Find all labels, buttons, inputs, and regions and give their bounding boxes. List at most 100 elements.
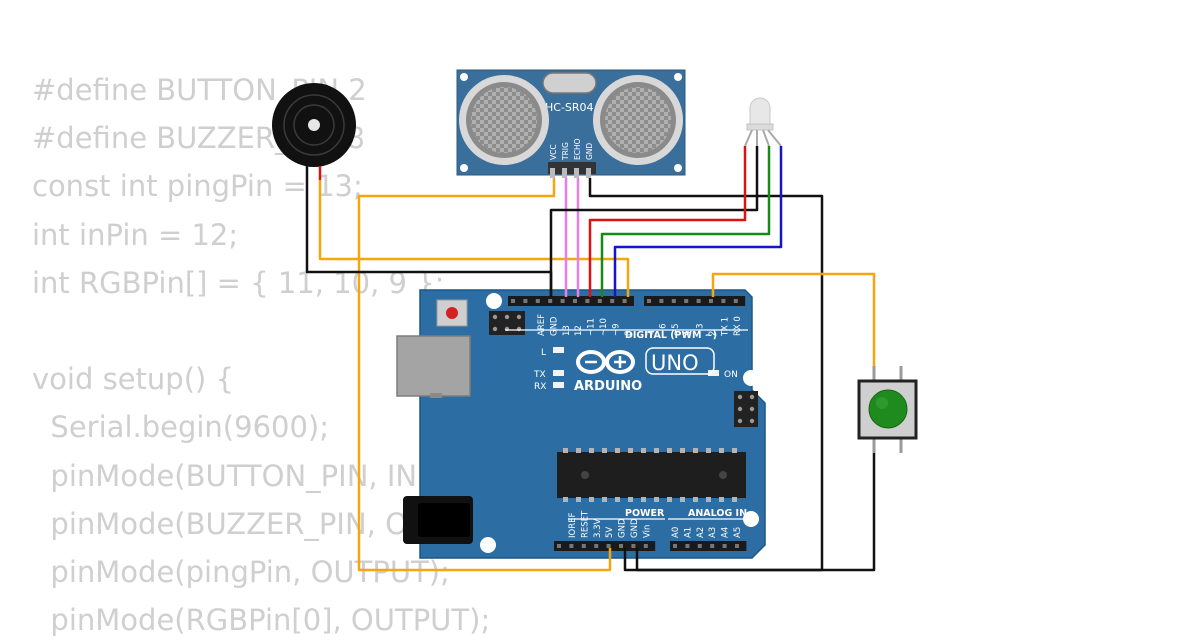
pin-label: 4 xyxy=(683,331,693,336)
header-socket[interactable] xyxy=(659,299,664,303)
buzzer-ring-inner xyxy=(293,104,335,146)
chip-pin xyxy=(602,448,607,453)
wire-sensor-gnd xyxy=(588,178,824,572)
led-rx xyxy=(553,382,564,388)
pin-label: 8 xyxy=(624,331,634,336)
header-socket[interactable] xyxy=(721,299,726,303)
header-socket[interactable] xyxy=(671,299,676,303)
sensor-mount-hole xyxy=(460,164,468,172)
header-socket[interactable] xyxy=(735,544,739,548)
header-body xyxy=(644,296,746,306)
rgb-led-lead xyxy=(744,129,753,147)
pin-label: RX 0 xyxy=(733,316,743,336)
header-socket[interactable] xyxy=(619,544,623,548)
push-button[interactable] xyxy=(857,366,918,453)
code-line: int inPin = 12; xyxy=(32,217,239,252)
header-socket[interactable] xyxy=(606,544,611,548)
pin-label: A1 xyxy=(683,527,693,538)
uno-badge xyxy=(645,347,715,375)
icsp-header-top xyxy=(489,311,525,335)
digital-label: DIGITAL (PWM ~) xyxy=(625,330,717,341)
pin-label: A0 xyxy=(671,527,681,538)
sensor-pin-label: VCC xyxy=(549,144,558,160)
header-body xyxy=(508,296,634,306)
header-socket[interactable] xyxy=(709,299,713,303)
header-socket[interactable] xyxy=(710,544,715,548)
header-socket[interactable] xyxy=(535,299,540,303)
header-socket[interactable] xyxy=(585,299,590,303)
pin-label: Vin xyxy=(642,525,652,538)
header-socket[interactable] xyxy=(631,544,636,548)
chip-pin xyxy=(693,497,698,502)
digital-header-right xyxy=(644,296,746,306)
led-l xyxy=(553,347,564,353)
header-socket[interactable] xyxy=(597,299,602,303)
header-socket[interactable] xyxy=(684,299,689,303)
pin-label: A4 xyxy=(721,527,731,538)
header-socket[interactable] xyxy=(733,299,738,303)
chip-pin xyxy=(576,448,581,453)
pin-label: GND xyxy=(618,518,628,538)
header-socket[interactable] xyxy=(594,544,599,548)
header-socket[interactable] xyxy=(643,544,648,548)
pin-label: 7 xyxy=(646,331,656,336)
header-socket[interactable] xyxy=(511,299,515,303)
piezo-buzzer[interactable] xyxy=(272,83,356,180)
wire-led-red xyxy=(588,146,747,297)
header-socket[interactable] xyxy=(697,544,702,548)
pin-label: IOREF xyxy=(568,513,578,538)
code-line: pinMode(pingPin, OUTPUT); xyxy=(32,554,450,589)
led-l-label: L xyxy=(541,348,546,358)
uno-badge-text: UNO xyxy=(651,351,699,375)
header-socket[interactable] xyxy=(622,299,627,303)
header-socket[interactable] xyxy=(557,544,561,548)
ultrasonic-transmitter xyxy=(459,75,549,165)
buzzer-ring xyxy=(283,94,345,156)
buzzer-hole xyxy=(308,119,320,131)
wire-button-signal xyxy=(711,272,876,366)
header-socket[interactable] xyxy=(548,299,553,303)
chip-pin xyxy=(667,497,672,502)
pin-label: A3 xyxy=(708,527,718,538)
header-socket[interactable] xyxy=(523,299,528,303)
rgb-led-lead xyxy=(762,129,770,147)
rgb-led[interactable] xyxy=(744,97,782,147)
chip-pin xyxy=(719,497,724,502)
chip-pin xyxy=(628,448,633,453)
header-socket[interactable] xyxy=(569,544,574,548)
button-cap[interactable] xyxy=(868,389,908,429)
chip-pin xyxy=(680,497,685,502)
wire-button-ground xyxy=(623,453,876,572)
sensor-crystal xyxy=(542,72,597,94)
chip-pin xyxy=(719,448,724,453)
chip-pin xyxy=(693,448,698,453)
sensor-pin-label: GND xyxy=(585,143,594,160)
usb-connector-lip xyxy=(430,393,442,398)
chip-pin xyxy=(641,448,646,453)
code-line: const int pingPin = 13; xyxy=(32,169,363,204)
header-socket[interactable] xyxy=(647,299,651,303)
pin-label: TX 1 xyxy=(720,317,730,337)
mounting-hole xyxy=(743,511,759,527)
header-socket[interactable] xyxy=(610,299,615,303)
header-socket[interactable] xyxy=(722,544,727,548)
chip-pin xyxy=(732,497,737,502)
header-socket[interactable] xyxy=(685,544,690,548)
led-tx xyxy=(553,370,564,376)
led-tx-label: TX xyxy=(533,370,546,380)
header-socket[interactable] xyxy=(560,299,565,303)
header-socket[interactable] xyxy=(573,299,577,303)
header-socket[interactable] xyxy=(696,299,701,303)
wire-led-green xyxy=(600,146,771,297)
button-cap-highlight xyxy=(876,397,888,409)
chip-pin xyxy=(667,448,672,453)
chip-pin xyxy=(589,497,594,502)
header-socket[interactable] xyxy=(673,544,677,548)
chip-pin xyxy=(706,497,711,502)
header-socket[interactable] xyxy=(581,544,586,548)
